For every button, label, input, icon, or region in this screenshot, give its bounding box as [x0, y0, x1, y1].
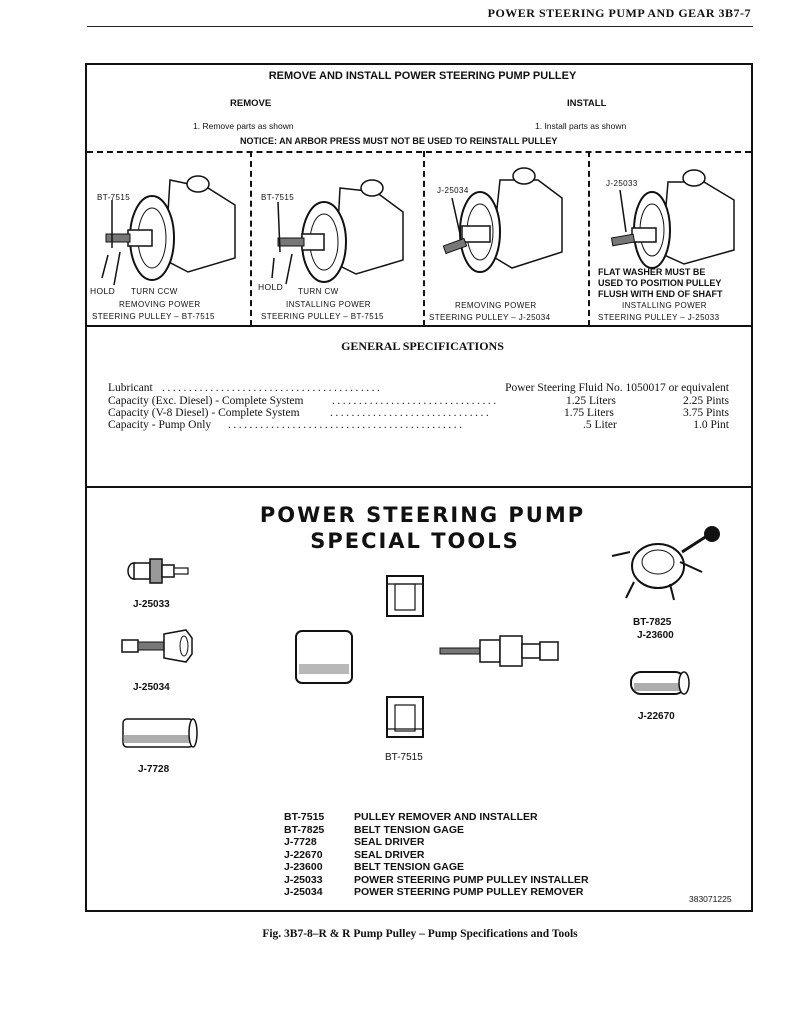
bt7515-nut-top [386, 575, 424, 617]
pump-illustration-2 [271, 179, 404, 285]
legend-desc: SEAL DRIVER [354, 848, 425, 861]
legend-row: J-25033 POWER STEERING PUMP PULLEY INSTAL… [284, 874, 589, 887]
section-title: REMOVE AND INSTALL POWER STEERING PUMP P… [268, 70, 577, 82]
bt7515-nut-bottom [386, 696, 424, 738]
panel3-caption-line1: REMOVING POWER [455, 301, 537, 310]
tools-legend: BT-7515 PULLEY REMOVER AND INSTALLER BT-7… [284, 811, 589, 899]
legend-desc: SEAL DRIVER [354, 836, 425, 848]
panel2-caption-line2: STEERING PULLEY – BT-7515 [261, 312, 384, 321]
legend-code: J-25034 [284, 886, 323, 898]
pump-illustration-3 [442, 167, 563, 273]
spec-row-label: Capacity (Exc. Diesel) - Complete System [108, 395, 304, 407]
j7728-tool-drawing [122, 718, 198, 748]
tools-title-line1: POWER STEERING PUMP [259, 503, 586, 527]
bt7515-sleeve [295, 630, 353, 684]
panel4-caption-line1: INSTALLING POWER [622, 301, 707, 310]
legend-desc: POWER STEERING PUMP PULLEY REMOVER [354, 886, 584, 898]
j25034-label: J-25034 [133, 682, 170, 693]
panel-divider-2 [423, 151, 425, 326]
panel-divider-3 [588, 151, 590, 326]
panel3-caption-line2: STEERING PULLEY – J-25034 [429, 313, 551, 322]
header-rule [87, 26, 753, 27]
legend-code: J-25033 [284, 873, 323, 886]
j22670-tool-drawing [630, 671, 690, 695]
tools-title-line2: SPECIAL TOOLS [310, 529, 520, 553]
legend-code: J-23600 [284, 861, 323, 873]
figure-caption: Fig. 3B7-8–R & R Pump Pulley – Pump Spec… [262, 928, 578, 940]
legend-code: J-22670 [284, 848, 323, 861]
reference-number: 383071225 [689, 894, 732, 904]
panel1-caption-line1: REMOVING POWER [119, 300, 201, 309]
legend-desc: BELT TENSION GAGE [354, 823, 465, 836]
section-divider-1 [85, 325, 753, 327]
install-step: 1. Install parts as shown [535, 121, 627, 131]
spec-row-lubricant-label: Lubricant [108, 382, 153, 394]
legend-row: BT-7515 PULLEY REMOVER AND INSTALLER [284, 811, 589, 824]
panel4-tool-label: J-25033 [606, 179, 638, 188]
panel3-tool-label: J-25034 [437, 186, 469, 195]
spec-row-lubricant-value: Power Steering Fluid No. 1050017 or equi… [505, 382, 729, 394]
legend-desc: PULLEY REMOVER AND INSTALLER [354, 811, 538, 823]
panel2-tool-label: BT-7515 [261, 193, 295, 202]
specs-title: GENERAL SPECIFICATIONS [341, 339, 504, 353]
legend-row: J-7728 SEAL DRIVER [284, 836, 589, 849]
panel2-hold-label: HOLD [258, 282, 284, 292]
panel1-caption-line2: STEERING PULLEY – BT-7515 [92, 312, 215, 321]
bt7825-label: BT-7825 [633, 617, 672, 628]
pump-illustration-4 [610, 169, 735, 269]
dashed-divider [87, 151, 751, 153]
panel1-turn-label: TURN CCW [131, 287, 178, 296]
panel-divider-1 [250, 151, 252, 326]
remove-step: 1. Remove parts as shown [193, 121, 294, 131]
bt7825-gauge-drawing [611, 526, 720, 601]
remove-heading: REMOVE [230, 98, 272, 109]
spec-row-imperial: 2.25 Pints [682, 395, 729, 407]
panel4-note-line1: FLAT WASHER MUST BE [598, 267, 706, 277]
bt7515-label: BT-7515 [385, 752, 423, 763]
spec-row-label: Capacity - Pump Only [108, 419, 212, 431]
panel4-note-line3: FLUSH WITH END OF SHAFT [598, 289, 723, 299]
j23600-label: J-23600 [637, 630, 674, 641]
install-heading: INSTALL [567, 98, 607, 109]
spec-leader-dots: ........................................… [162, 382, 383, 394]
spec-row-label: Capacity (V-8 Diesel) - Complete System [108, 407, 300, 419]
j25033-label: J-25033 [133, 599, 170, 610]
legend-desc: BELT TENSION GAGE [354, 861, 465, 873]
legend-row: J-22670 SEAL DRIVER [284, 849, 589, 862]
spec-row-metric: 1.75 Liters [564, 407, 614, 419]
legend-row: J-23600 BELT TENSION GAGE [284, 861, 589, 874]
spec-leader-dots: ............................... [332, 395, 499, 407]
legend-row: J-25034 POWER STEERING PUMP PULLEY REMOVE… [284, 886, 589, 899]
spec-row-imperial: 1.0 Pint [693, 419, 729, 431]
panel4-caption-line2: STEERING PULLEY – J-25033 [598, 313, 720, 322]
j22670-label: J-22670 [638, 711, 675, 722]
spec-leader-dots: .............................. [330, 407, 492, 419]
spec-leader-dots: ........................................… [228, 419, 465, 431]
panel1-tool-label: BT-7515 [97, 193, 131, 202]
panel2-turn-label: TURN CW [298, 287, 339, 296]
legend-desc: POWER STEERING PUMP PULLEY INSTALLER [354, 873, 589, 886]
bt7515-screw [439, 635, 559, 667]
pump-illustration-1 [101, 175, 236, 286]
j7728-label: J-7728 [138, 764, 170, 775]
legend-code: BT-7515 [284, 811, 325, 823]
legend-code: J-7728 [284, 836, 317, 848]
panel4-note-line2: USED TO POSITION PULLEY [598, 278, 722, 288]
section-divider-2 [85, 486, 753, 488]
legend-row: BT-7825 BELT TENSION GAGE [284, 824, 589, 837]
j25033-tool-drawing [127, 558, 189, 584]
spec-row-metric: .5 Liter [583, 419, 617, 431]
page-header: POWER STEERING PUMP AND GEAR 3B7-7 [487, 6, 751, 20]
j25034-tool-drawing [121, 629, 193, 663]
legend-code: BT-7825 [284, 823, 325, 836]
spec-row-metric: 1.25 Liters [566, 395, 616, 407]
notice-text: NOTICE: AN ARBOR PRESS MUST NOT BE USED … [240, 136, 558, 146]
spec-row-imperial: 3.75 Pints [682, 407, 729, 419]
panel2-caption-line1: INSTALLING POWER [286, 300, 371, 309]
panel1-hold-label: HOLD [90, 286, 116, 296]
